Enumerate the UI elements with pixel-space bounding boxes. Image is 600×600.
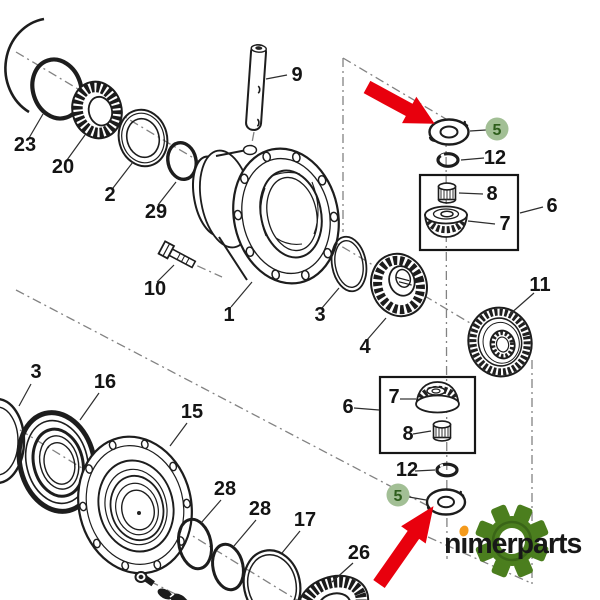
- part-5-thrust-washer-bottom: [425, 488, 467, 516]
- part-label-3-lower: 3: [30, 361, 41, 383]
- part-label-6-bottom: 6: [342, 396, 353, 418]
- part-label-29: 29: [145, 201, 167, 223]
- kit-box-top: [418, 173, 520, 252]
- part-3-shim-lower: [0, 398, 26, 484]
- wrench-fragment: [157, 588, 188, 600]
- part-label-6-top: 6: [546, 195, 557, 217]
- part-label-15: 15: [181, 401, 203, 423]
- part-28-o-ring-b: [211, 542, 245, 592]
- part-28-o-ring-a: [177, 517, 213, 571]
- part-label-12-top: 12: [484, 147, 506, 169]
- ring-fragment-edge: [4, 17, 45, 114]
- part-label-5-bottom: 5: [394, 488, 403, 505]
- part-label-3-upper: 3: [314, 304, 325, 326]
- part-label-26: 26: [348, 542, 370, 564]
- part-7-pinion-gear-top: [424, 205, 468, 238]
- part-4-bevel-gear: [370, 252, 428, 318]
- part-9-shaft: [245, 44, 268, 131]
- part-29-o-ring: [166, 140, 198, 182]
- part-label-12-bottom: 12: [396, 459, 418, 481]
- part-3-shim-upper: [330, 235, 368, 293]
- part-label-16: 16: [94, 371, 116, 393]
- part-label-7-top: 7: [499, 213, 510, 235]
- red-arrow-top: [363, 80, 435, 124]
- cover-bolt-holes: [79, 439, 191, 571]
- part-label-9: 9: [291, 64, 302, 86]
- part-label-17: 17: [294, 509, 316, 531]
- leader-lines: [18, 74, 544, 583]
- watermark-logo: nimerparts: [444, 504, 582, 578]
- highlight-badge-5-bottom: 5: [386, 483, 410, 507]
- part-label-23: 23: [14, 134, 36, 156]
- part-26-bearing: [296, 574, 370, 600]
- part-label-2: 2: [104, 184, 115, 206]
- part-11-splined-coupler: [467, 306, 533, 378]
- part-label-8-top: 8: [486, 183, 497, 205]
- part-12-retaining-ring-top: [436, 152, 460, 168]
- part-label-10: 10: [144, 278, 166, 300]
- highlight-badge-5-top: 5: [485, 117, 509, 141]
- part-10-bolt: [157, 240, 197, 269]
- part-1-differential-housing: [192, 144, 340, 285]
- part-2-seal-ring: [117, 108, 169, 168]
- part-label-7-bottom: 7: [388, 386, 399, 408]
- part-20-bearing: [71, 80, 123, 140]
- part-label-11: 11: [529, 274, 550, 296]
- part-16-oil-seal: [16, 410, 98, 514]
- part-labels: 23 20 2 29 9 10 1 3 4 12 8 6 7 11 16 15 …: [14, 64, 558, 564]
- part-label-28-b: 28: [249, 498, 271, 520]
- gear-icon: [475, 504, 549, 578]
- part-label-28-a: 28: [214, 478, 236, 500]
- red-arrow-bottom: [373, 506, 434, 589]
- upper-diagonal-axis-line: [342, 57, 447, 120]
- part-23-snap-ring: [30, 57, 84, 121]
- part-label-5-top: 5: [493, 122, 502, 139]
- part-5-thrust-washer-top: [428, 118, 470, 146]
- small-bolt: [134, 571, 155, 587]
- spider-gear-axis-line: [445, 118, 448, 560]
- part-17-seal-ring: [242, 549, 302, 600]
- kit-box-bottom: [378, 375, 477, 455]
- part-7-pinion-gear-bottom: [415, 381, 460, 414]
- part-8-bushing-top: [437, 182, 457, 204]
- part-label-20: 20: [52, 156, 74, 178]
- part-8-bushing-bottom: [432, 420, 452, 442]
- part-label-4: 4: [359, 336, 371, 358]
- part-label-8-bottom: 8: [402, 423, 413, 445]
- part-label-1: 1: [223, 304, 234, 326]
- lower-diagonal-axis-line: [15, 289, 435, 510]
- housing-bolt-holes: [233, 151, 339, 281]
- part-12-retaining-ring-bottom: [435, 462, 459, 478]
- part-15-hub-cover: [77, 435, 193, 575]
- logo-i-accent: [459, 525, 469, 537]
